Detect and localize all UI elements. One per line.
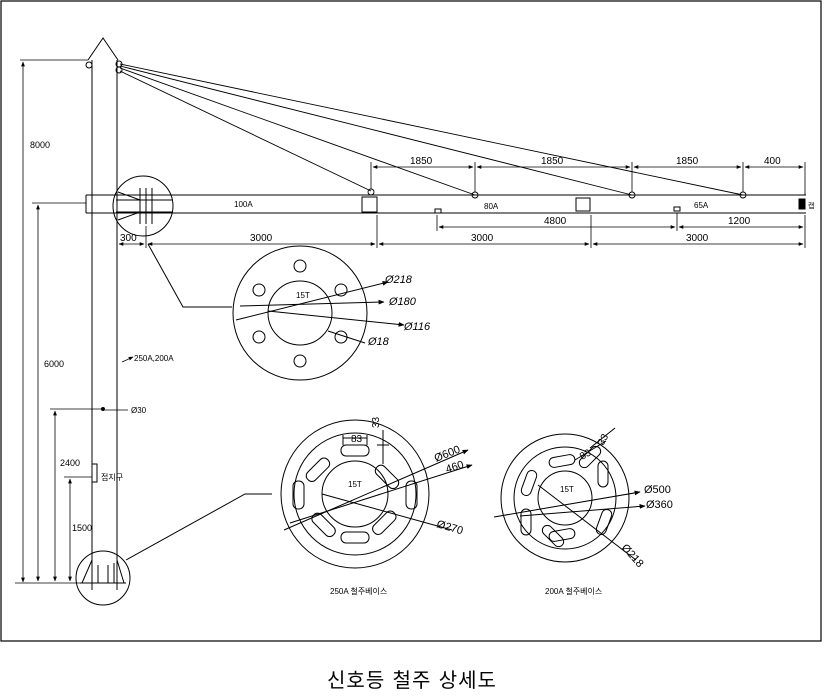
base200-d-inner: Ø218 [619, 542, 646, 570]
dimension-lines [15, 59, 806, 584]
label-100a: 100A [234, 200, 253, 209]
pole-finial [87, 37, 119, 61]
ground-terminal [91, 463, 98, 483]
base250-title: 250A 철주베이스 [330, 586, 387, 596]
flange-thickness: 15T [296, 291, 310, 300]
flange-joint [112, 175, 232, 308]
dim-1500: 1500 [72, 523, 92, 533]
wire-1850-c: 1850 [676, 156, 699, 167]
drawing-caption: 신호등 철주 상세도 [327, 668, 497, 692]
dim-1200: 1200 [728, 216, 751, 227]
pole-base [75, 493, 272, 606]
base250-thickness: 15T [348, 480, 362, 489]
wire-400: 400 [764, 156, 781, 167]
dim-3000-c: 3000 [686, 233, 709, 244]
dim-total-height: 8000 [30, 140, 50, 150]
wire-1850-a: 1850 [410, 156, 433, 167]
base-250a-detail [280, 419, 473, 569]
brace-wires [119, 63, 747, 199]
arm [85, 194, 806, 220]
base200-slot-width: 33 [596, 432, 611, 448]
end-cap [798, 198, 806, 210]
base250-d-pcd: 460 [444, 459, 465, 476]
base-200a-detail [493, 427, 646, 563]
pole [85, 37, 123, 590]
base200-title: 200A 철주베이스 [545, 586, 602, 596]
label-ground-terminal: 접지구 [101, 472, 123, 482]
flange-d-hole: Ø18 [367, 336, 390, 348]
label-pole-size: 250A,200A [134, 354, 174, 363]
base200-d-outer: Ø500 [644, 484, 671, 496]
base200-d-pcd: Ø360 [646, 499, 673, 511]
label-65a: 65A [694, 201, 709, 210]
dim-arm-height: 6000 [44, 359, 64, 369]
dim-2400: 2400 [60, 458, 80, 468]
dim-3000-b: 3000 [471, 233, 494, 244]
arm-joint-1 [361, 196, 378, 213]
base200-thickness: 15T [560, 485, 574, 494]
arm-joint-2 [575, 197, 591, 212]
flange-detail [232, 245, 405, 381]
base250-d-inner: Ø270 [435, 518, 464, 537]
dim-3000-a: 3000 [250, 233, 273, 244]
flange-d-inner: Ø116 [403, 321, 431, 333]
flange-d-pcd: Ø180 [388, 296, 417, 308]
label-80a: 80A [484, 202, 499, 211]
dim-4800: 4800 [544, 216, 567, 227]
drawing-border [0, 0, 822, 642]
base200-slot-length: 83 [578, 447, 594, 462]
base250-slot-width: 33 [371, 416, 382, 428]
label-end-cap: 캡 [808, 202, 814, 210]
flange-d-outer: Ø218 [384, 274, 413, 286]
dim-300: 300 [120, 233, 137, 244]
label-hole-dia: Ø30 [131, 406, 147, 415]
base250-slot-length: 83 [351, 434, 363, 445]
wire-1850-b: 1850 [541, 156, 564, 167]
